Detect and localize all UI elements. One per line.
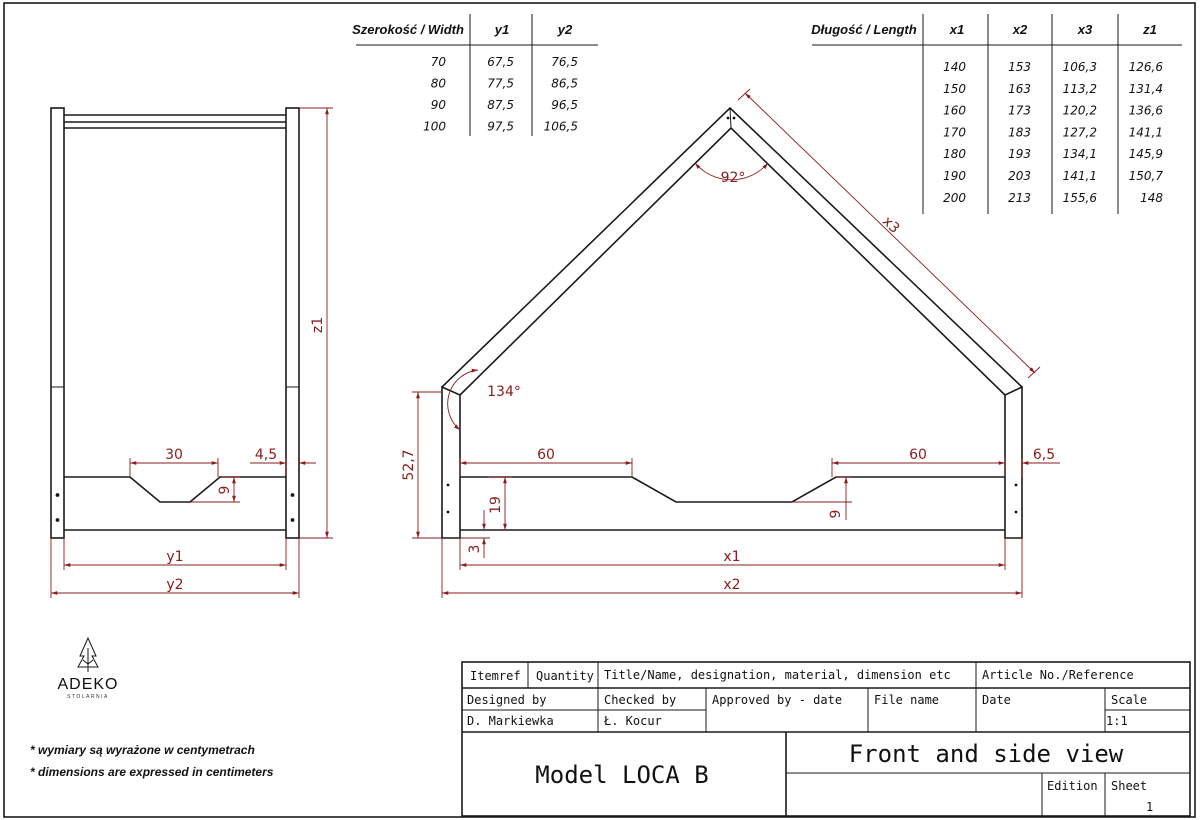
sheet-border: [3, 2, 1196, 818]
length-table-cell: 170: [943, 125, 966, 139]
length-table-cell: 190: [943, 169, 966, 183]
front-dim-y2: y2: [166, 577, 183, 593]
length-table-cell: 150: [943, 82, 966, 96]
tb-title-label: Title/Name, designation, material, dimen…: [604, 668, 951, 682]
length-table-cell: 180: [943, 147, 966, 161]
title-block: Itemref Quantity Title/Name, designation…: [461, 661, 1191, 817]
tb-checked-value: Ł. Kocur: [603, 714, 662, 728]
tb-sheet-value: 1: [1146, 800, 1153, 814]
length-table-cell: 136,6: [1129, 104, 1164, 118]
width-table-cell: 106,5: [544, 120, 578, 134]
tb-approved-label: Approved by - date: [712, 693, 842, 707]
length-table-header-size: Długość / Length: [811, 22, 917, 37]
length-table-cell: 140: [943, 60, 966, 74]
side-angle-134: 134°: [487, 384, 521, 400]
side-dim-x3: x3: [879, 213, 902, 236]
length-table-cell: 106,3: [1063, 60, 1097, 74]
logo-subtitle: STOLARNIA: [67, 694, 109, 700]
tb-date-label: Date: [982, 693, 1011, 707]
side-dim-x1: x1: [723, 549, 740, 565]
front-dim-30: 30: [165, 447, 183, 463]
tb-designed-label: Designed by: [467, 693, 546, 707]
note-polish: * wymiary są wyrażone w centymetrach: [30, 743, 255, 757]
width-table-cell: 87,5: [487, 98, 514, 112]
width-table-cell: 67,5: [487, 55, 514, 69]
side-view: 92° 134° x3 52,7 60 60 6,5 19: [401, 88, 1060, 598]
tb-file-label: File name: [874, 693, 939, 707]
width-table-cell: 80: [431, 77, 447, 91]
tb-quantity: Quantity: [536, 669, 594, 683]
width-table-cell: 70: [431, 55, 447, 69]
width-table-cell: 86,5: [551, 77, 578, 91]
tb-view: Front and side view: [849, 740, 1124, 768]
side-dim-x2: x2: [723, 577, 740, 593]
width-table-cell: 76,5: [551, 55, 578, 69]
tb-designed-value: D. Markiewka: [467, 714, 554, 728]
width-table: Szerokość / Width y1 y2 70 67,5 76,5 80 77,5…: [352, 14, 598, 136]
side-dim-60-right: 60: [909, 447, 927, 463]
adeko-logo: ADEKO STOLARNIA: [57, 636, 118, 700]
tb-article-label: Article No./Reference: [982, 668, 1134, 682]
length-table-cell: 141,1: [1063, 169, 1097, 183]
tb-edition-label: Edition: [1047, 779, 1098, 793]
length-table-cell: 200: [943, 191, 966, 205]
length-table-cell: 213: [1008, 191, 1031, 205]
length-table-header-z1: z1: [1142, 22, 1157, 37]
length-table-cell: 163: [1008, 82, 1031, 96]
length-table-header-x2: x2: [1012, 22, 1028, 37]
width-table-cell: 77,5: [487, 77, 514, 91]
tb-checked-label: Checked by: [604, 693, 676, 707]
length-table-header-x3: x3: [1077, 22, 1093, 37]
side-dim-3: 3: [467, 545, 483, 554]
length-table-cell: 113,2: [1063, 82, 1097, 96]
length-table-cell: 150,7: [1129, 169, 1164, 183]
width-table-cell: 90: [431, 98, 447, 112]
front-dim-y1: y1: [166, 549, 183, 565]
side-dim-6-5: 6,5: [1033, 447, 1055, 463]
tb-sheet-label: Sheet: [1111, 779, 1147, 793]
length-table-cell: 183: [1008, 125, 1031, 139]
length-table-cell: 203: [1008, 169, 1031, 183]
tb-scale-value: 1:1: [1106, 714, 1128, 728]
width-table-header-y2: y2: [557, 22, 573, 37]
length-table-cell: 173: [1008, 104, 1031, 118]
logo-name: ADEKO: [57, 676, 118, 693]
side-angle-92: 92°: [721, 170, 746, 186]
length-table-cell: 120,2: [1063, 104, 1097, 118]
length-table-cell: 127,2: [1063, 125, 1097, 139]
width-table-cell: 97,5: [487, 120, 514, 134]
length-table-cell: 145,9: [1129, 147, 1163, 161]
length-table-cell: 193: [1008, 147, 1031, 161]
length-table-cell: 153: [1008, 60, 1031, 74]
tb-scale-label: Scale: [1111, 693, 1147, 707]
length-table-cell: 160: [943, 104, 966, 118]
front-dim-4-5: 4,5: [255, 447, 277, 463]
tree-icon: [77, 636, 99, 672]
side-dim-9: 9: [828, 510, 844, 519]
tb-model: Model LOCA B: [535, 761, 708, 789]
tb-itemref: Itemref: [470, 669, 521, 683]
side-dim-52-7: 52,7: [401, 449, 417, 480]
length-table-cell: 155,6: [1063, 191, 1098, 205]
front-dim-z1: z1: [310, 317, 326, 333]
front-view: z1 30 4,5 9 y1 y2: [50, 107, 333, 598]
note-english: * dimensions are expressed in centimeter…: [30, 765, 274, 779]
length-table-cell: 134,1: [1063, 147, 1097, 161]
width-table-header-size: Szerokość / Width: [352, 22, 464, 37]
side-dim-60-left: 60: [537, 447, 555, 463]
side-dim-19: 19: [488, 496, 504, 514]
length-table-cell: 131,4: [1129, 82, 1163, 96]
width-table-header-y1: y1: [494, 22, 509, 37]
front-dim-9: 9: [217, 486, 233, 495]
length-table: Długość / Length x1 x2 x3 z1 140 153 106,3…: [811, 14, 1182, 214]
length-table-cell: 148: [1140, 191, 1163, 205]
length-table-header-x1: x1: [949, 22, 964, 37]
length-table-cell: 141,1: [1129, 125, 1163, 139]
length-table-cell: 126,6: [1129, 60, 1164, 74]
width-table-cell: 100: [423, 120, 446, 134]
width-table-cell: 96,5: [551, 98, 578, 112]
